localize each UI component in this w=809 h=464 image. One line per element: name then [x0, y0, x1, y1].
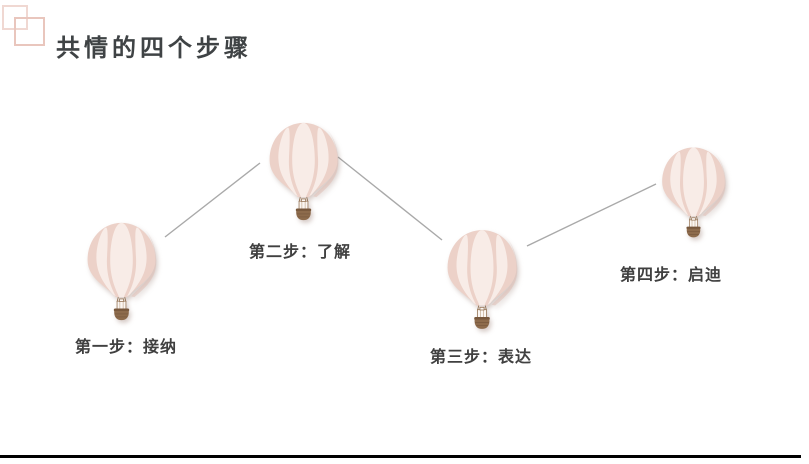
- balloon-step-1: [87, 222, 157, 321]
- step-2-label: 第二步：了解: [249, 244, 352, 261]
- connector-line-1-2: [164, 162, 261, 238]
- balloon-step-2: [269, 122, 339, 221]
- connector-line-2-3: [337, 156, 443, 241]
- overlapping-squares-icon: [2, 5, 45, 46]
- connector-line-3-4: [526, 183, 657, 247]
- balloon-step-4: [661, 147, 726, 238]
- step-3-label: 第三步：表达: [430, 349, 533, 366]
- balloon-step-3: [447, 229, 518, 330]
- footer-divider: [0, 455, 801, 458]
- step-4-label: 第四步：启迪: [620, 267, 723, 284]
- step-1-label: 第一步：接纳: [75, 339, 178, 356]
- page-title: 共情的四个步骤: [56, 35, 252, 63]
